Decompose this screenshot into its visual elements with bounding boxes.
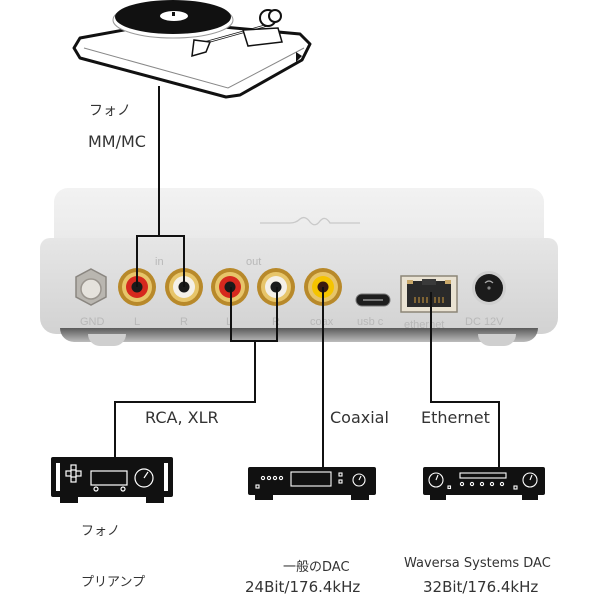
port-label-dc: DC 12V: [465, 316, 504, 328]
coax-cable-line: [322, 287, 324, 467]
ethernet-cable-horizontal-line: [430, 401, 500, 403]
phono-cable-line: [158, 86, 160, 236]
output-group-label: out: [246, 256, 262, 268]
port-label-gnd: GND: [80, 316, 105, 328]
phono-left-line: [136, 235, 138, 287]
preamp-icon: [51, 457, 173, 503]
out-left-line: [230, 287, 232, 341]
phono-right-line: [183, 235, 185, 287]
ground-terminal: [75, 268, 107, 306]
dc-power-jack[interactable]: [471, 270, 507, 306]
waversa-dac-label-line1: Waversa Systems DAC: [404, 556, 551, 571]
port-label-usb-c: usb c: [357, 316, 384, 328]
port-label-in-l: L: [134, 316, 141, 328]
port-label-in-r: R: [180, 316, 188, 328]
rca-in-right-jack[interactable]: [163, 266, 205, 308]
preamp-label-line2: プリアンプ: [81, 575, 146, 590]
turntable-type-label: フォノ: [89, 103, 131, 119]
phono-split-line: [136, 235, 184, 237]
coaxial-connection-label: Coaxial: [330, 408, 389, 427]
ethernet-connection-label: Ethernet: [421, 408, 490, 427]
waversa-dac-label-line2: 32Bit/176.4kHz: [423, 578, 539, 596]
generic-dac-label-line2: 24Bit/176.4kHz: [245, 578, 361, 596]
generic-dac-label-line1: 一般のDAC: [283, 560, 350, 575]
dac-icon: [248, 467, 376, 500]
ethernet-cable-drop-line: [498, 401, 500, 467]
port-label-coax: coax: [310, 316, 333, 328]
port-label-out-l: L: [226, 316, 232, 328]
port-label-ethernet: ethernet: [404, 319, 445, 331]
usb-c-port[interactable]: [355, 293, 391, 307]
turntable-cartridge-label: MM/MC: [88, 132, 146, 151]
receiver-icon: [423, 467, 545, 500]
wave-logo: [260, 216, 360, 226]
ethernet-cable-down-line: [430, 292, 432, 403]
ethernet-port[interactable]: [400, 275, 458, 313]
rca-cable-drop-line: [114, 401, 116, 459]
out-right-line: [276, 287, 278, 341]
rca-in-left-jack[interactable]: [116, 266, 158, 308]
turntable-icon: [72, 0, 312, 99]
rca-connection-label: RCA, XLR: [145, 408, 219, 427]
rca-cable-down-line: [254, 340, 256, 402]
preamp-label-line1: フォノ: [81, 524, 121, 539]
rca-cable-horizontal-line: [114, 401, 256, 403]
input-group-label: in: [155, 256, 164, 268]
port-label-out-r: R: [272, 316, 280, 328]
